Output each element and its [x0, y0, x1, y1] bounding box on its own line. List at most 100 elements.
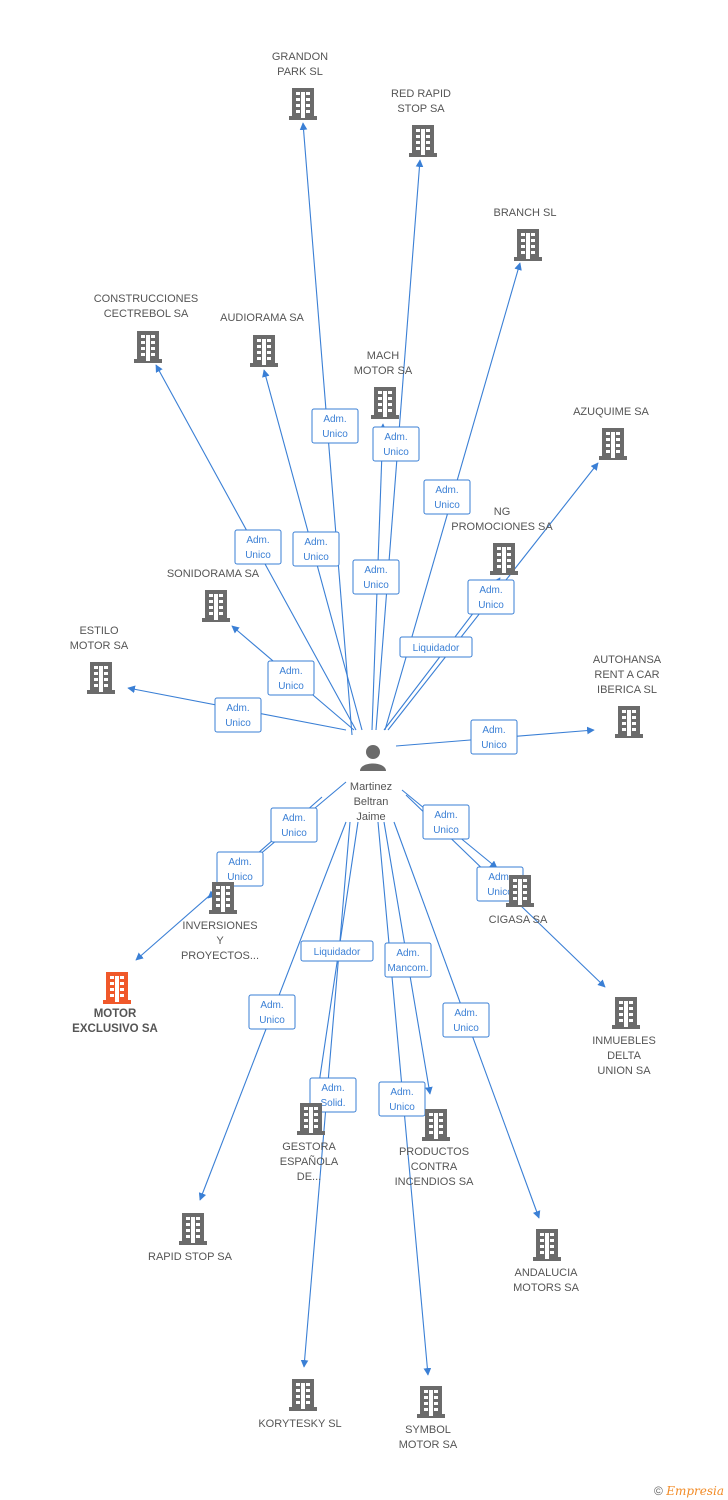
role-text: Unico [478, 600, 504, 611]
role-badge-box [234, 529, 282, 565]
role-text: Unico [227, 872, 253, 883]
role-text: Unico [389, 1102, 415, 1113]
role-text: Unico [363, 580, 389, 591]
role-badge-productos: Adm.Mancom. [384, 942, 432, 978]
role-badge-mach: Adm. Unico [352, 559, 400, 595]
company-node-ng[interactable]: NG PROMOCIONES SA [451, 506, 553, 575]
role-text: Adm. [482, 725, 505, 736]
company-label-line: CONTRA [411, 1161, 458, 1173]
company-node-rapidstop[interactable]: RAPID STOP SA [148, 1213, 233, 1263]
role-text: Unico [259, 1015, 285, 1026]
role-text: Adm. [282, 813, 305, 824]
building-icon [202, 590, 230, 622]
company-node-azuquime[interactable]: AZUQUIME SA [573, 406, 650, 460]
company-node-inversiones[interactable]: INVERSIONES Y PROYECTOS... [181, 882, 259, 962]
role-badge-box [422, 804, 470, 840]
company-label-line: CECTREBOL SA [104, 308, 189, 320]
building-icon [87, 662, 115, 694]
company-label-line: PROMOCIONES SA [451, 521, 553, 533]
role-badge-symbol: Adm. Unico [378, 1081, 426, 1117]
watermark: © Empresia [654, 1484, 724, 1498]
company-node-audiorama[interactable]: AUDIORAMA SA [220, 312, 305, 367]
role-badge-box [378, 1081, 426, 1117]
role-badge-box [216, 851, 264, 887]
company-label-line: INVERSIONES [182, 920, 257, 932]
role-text: Unico [278, 681, 304, 692]
role-text: Adm. [390, 1087, 413, 1098]
company-node-cigasa[interactable]: CIGASA SA [489, 875, 548, 926]
company-label-line: GESTORA [282, 1141, 336, 1153]
role-text: Adm. [384, 432, 407, 443]
company-node-korytesky[interactable]: KORYTESKY SL [258, 1379, 342, 1430]
building-icon [103, 972, 131, 1004]
role-badge-autohansa: Adm. Unico [470, 719, 518, 755]
company-label-line: BRANCH SL [494, 207, 557, 219]
company-label-line: PRODUCTOS [399, 1146, 469, 1158]
building-icon [289, 1379, 317, 1411]
company-label-line: Y [216, 935, 224, 947]
role-text: Unico [303, 552, 329, 563]
building-icon [417, 1386, 445, 1418]
company-label-line: PROYECTOS... [181, 950, 259, 962]
role-badge-box [267, 660, 315, 696]
company-label-line: INMUEBLES [592, 1035, 656, 1047]
role-text: Adm. [323, 414, 346, 425]
company-label-line: IBERICA SL [597, 684, 657, 696]
company-label-line: CIGASA SA [489, 914, 548, 926]
center-person[interactable]: Martinez Beltran Jaime [350, 745, 392, 823]
company-node-andalucia[interactable]: ANDALUCIA MOTORS SA [513, 1229, 580, 1294]
role-badge-gestora: Liquidador [300, 940, 374, 962]
role-text: Unico [434, 500, 460, 511]
role-badge-sonidorama: Adm.Unico [267, 660, 315, 696]
company-label-line: PARK SL [277, 66, 323, 78]
company-label-line: UNION SA [597, 1065, 651, 1077]
company-label-line: MOTORS SA [513, 1282, 579, 1294]
building-icon [422, 1109, 450, 1141]
role-text: Unico [487, 887, 513, 898]
company-label-line: INCENDIOS SA [395, 1176, 475, 1188]
center-name-line-3: Jaime [356, 811, 385, 823]
building-icon [490, 543, 518, 575]
company-node-sonidorama[interactable]: SONIDORAMA SA [167, 568, 260, 622]
company-label-line: DE... [297, 1171, 321, 1183]
company-node-branch[interactable]: BRANCH SL [494, 207, 557, 261]
role-text: Adm. [364, 565, 387, 576]
company-node-productos[interactable]: PRODUCTOS CONTRA INCENDIOS SA [395, 1109, 475, 1188]
role-badge-box [442, 1002, 490, 1038]
role-badge-branch: Adm.Unico [423, 479, 471, 515]
role-badge-box [467, 579, 515, 615]
role-badge-rapidstop: Adm. Unico [248, 994, 296, 1030]
role-text: Unico [225, 718, 251, 729]
role-badge-redrapid: Adm.Unico [372, 426, 420, 462]
building-icon [514, 229, 542, 261]
company-label-line: GRANDON [272, 51, 328, 63]
role-text: Adm. [226, 703, 249, 714]
building-icon [612, 997, 640, 1029]
role-badge-box [292, 531, 340, 567]
company-label-line: NG [494, 506, 511, 518]
building-icon [599, 428, 627, 460]
company-label-line: ANDALUCIA [515, 1267, 579, 1279]
role-badge-box [311, 408, 359, 444]
company-node-gestora[interactable]: GESTORAESPAÑOLADE... [280, 1103, 339, 1183]
role-text: Unico [281, 828, 307, 839]
company-label-line: RENT A CAR [594, 669, 659, 681]
role-text: Adm. [260, 1000, 283, 1011]
role-badge-azuquime: Adm.Unico [467, 579, 515, 615]
company-node-grandon[interactable]: GRANDON PARK SL [272, 51, 328, 120]
role-text: Unico [433, 825, 459, 836]
role-text: Unico [481, 740, 507, 751]
role-text: Unico [322, 429, 348, 440]
role-badge-box [248, 994, 296, 1030]
building-icon [615, 706, 643, 738]
role-badge-inversiones: Adm. Unico [270, 807, 318, 843]
